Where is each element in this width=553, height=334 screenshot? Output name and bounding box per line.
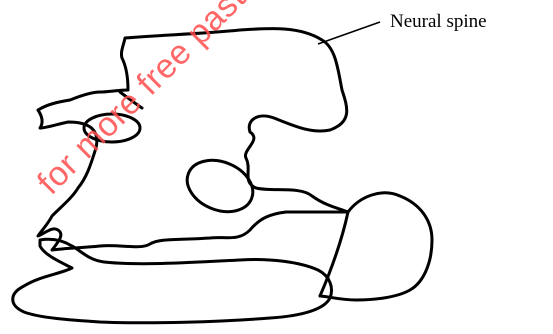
neural-spine-label: Neural spine [390,12,487,31]
lower-process-outline [13,239,332,323]
label-pointer-line [318,22,380,44]
centrum-divider [320,212,348,296]
